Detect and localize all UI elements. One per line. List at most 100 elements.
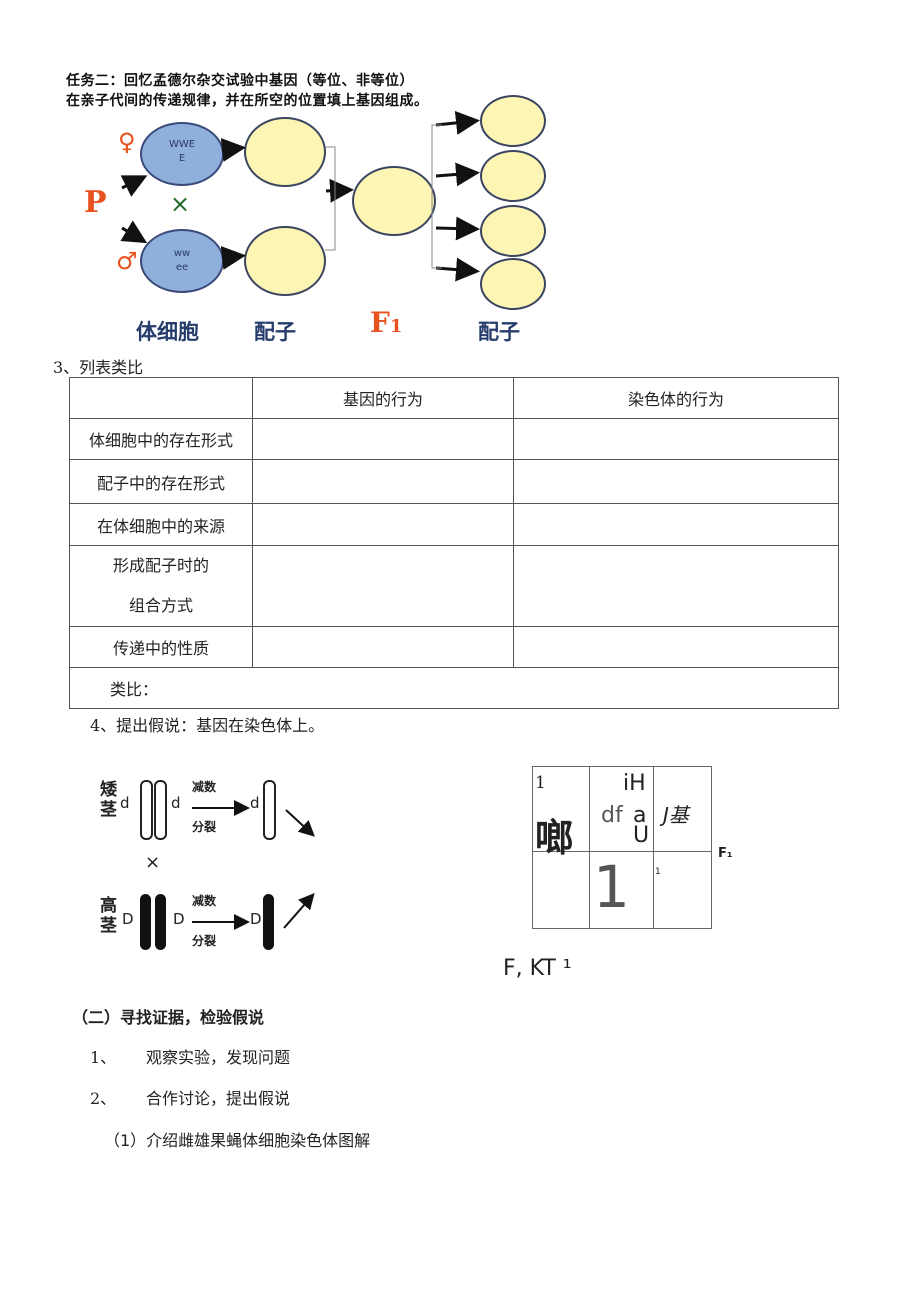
f1-gamete-oval-3 bbox=[480, 205, 546, 257]
cell-large-one: 1 bbox=[593, 853, 630, 921]
item-1-number: 1、 bbox=[90, 1048, 117, 1067]
grid-line bbox=[533, 851, 711, 852]
header-gene: 基因的行为 bbox=[252, 377, 514, 419]
label-f1-sub: 1 bbox=[389, 316, 403, 337]
table-cell-gene[interactable] bbox=[252, 418, 514, 460]
f1-oval bbox=[352, 166, 436, 236]
table-cell-chromosome[interactable] bbox=[513, 503, 839, 546]
table-row: 传递中的性质 bbox=[69, 626, 839, 668]
cross-symbol: × bbox=[170, 190, 191, 218]
header-chromosome: 染色体的行为 bbox=[513, 377, 839, 419]
arrow-text-bottom-2: 分裂 bbox=[192, 934, 217, 948]
table-header-row: 基因的行为 染色体的行为 bbox=[69, 377, 839, 419]
table-cell-chromosome[interactable] bbox=[513, 459, 839, 504]
table-cell-gene[interactable] bbox=[252, 626, 514, 668]
chromosome-black-gamete bbox=[263, 894, 274, 950]
p-label: P bbox=[84, 185, 107, 220]
row-label-multiline: 形成配子时的 组合方式 bbox=[69, 545, 253, 627]
label-gamete-2: 配子 bbox=[478, 320, 520, 344]
part-2-title: （二）寻找证据，检验假说 bbox=[72, 1008, 265, 1027]
chromosome-white-2 bbox=[154, 780, 167, 840]
cell-df: df bbox=[601, 803, 623, 828]
arrow-text-top-1: 减数 bbox=[192, 780, 217, 794]
table-cell-chromosome[interactable] bbox=[513, 418, 839, 460]
male-genotype-1: ww bbox=[173, 248, 191, 259]
table-cell-gene[interactable] bbox=[252, 545, 514, 627]
allele-top-right: d bbox=[171, 794, 181, 812]
male-symbol: ♂ bbox=[116, 247, 138, 275]
item-2-number: 2、 bbox=[90, 1089, 117, 1108]
header-empty bbox=[69, 377, 253, 419]
chromosome-black-2 bbox=[155, 894, 166, 950]
short-stem-label-1: 矮 bbox=[100, 780, 117, 800]
short-stem-label-2: 茎 bbox=[100, 800, 117, 820]
punnett-grid: 1 啷 iH df a U J基 1 1 bbox=[532, 766, 712, 929]
tall-stem-label: 高 茎 bbox=[100, 896, 117, 936]
allele-top-left: d bbox=[120, 794, 130, 812]
chromosome-white-1 bbox=[140, 780, 153, 840]
allele-top-gamete: d bbox=[250, 794, 260, 812]
chromosome-black-1 bbox=[140, 894, 151, 950]
table-cell-chromosome[interactable] bbox=[513, 545, 839, 627]
female-genotype-2: E bbox=[178, 153, 186, 164]
cell-a: a bbox=[633, 803, 647, 828]
row-label: 传递中的性质 bbox=[69, 626, 253, 668]
f1-gamete-oval-4 bbox=[480, 258, 546, 310]
grid-line bbox=[653, 767, 654, 928]
table-row-analogy: 类比： bbox=[69, 667, 839, 709]
allele-bottom-gamete: D bbox=[250, 910, 262, 928]
f1-gamete-oval-2 bbox=[480, 150, 546, 202]
task-line-1: 任务二：回忆孟德尔杂交试验中基因（等位、非等位） bbox=[66, 73, 414, 89]
label-f1: F1 bbox=[370, 306, 402, 339]
f1-gamete-oval-1 bbox=[480, 95, 546, 147]
cell-small-number: 1 bbox=[535, 773, 546, 793]
grid-line bbox=[589, 767, 590, 928]
label-somatic: 体细胞 bbox=[136, 320, 199, 344]
female-genotype-1: WWE bbox=[168, 139, 196, 150]
allele-bottom-right: D bbox=[173, 910, 185, 928]
table-row: 在体细胞中的来源 bbox=[69, 503, 839, 546]
section-4-title: 4、提出假说：基因在染色体上。 bbox=[90, 716, 325, 735]
row-label: 配子中的存在形式 bbox=[69, 459, 253, 504]
label-f1-letter: F bbox=[370, 306, 390, 339]
task-line-2: 在亲子代间的传递规律，并在所空的位置填上基因组成。 bbox=[66, 93, 429, 109]
tall-stem-label-1: 高 bbox=[100, 896, 117, 916]
table-row: 形成配子时的 组合方式 bbox=[69, 545, 839, 627]
arrow-text-bottom-1: 减数 bbox=[192, 894, 217, 908]
table-row: 体细胞中的存在形式 bbox=[69, 418, 839, 460]
allele-bottom-left: D bbox=[122, 910, 134, 928]
male-cell: ww ee bbox=[140, 229, 224, 293]
male-genotype-2: ee bbox=[175, 262, 189, 273]
female-symbol: ♀ bbox=[118, 128, 136, 156]
cell-tiny-one: 1 bbox=[655, 867, 661, 877]
chromo-arrows bbox=[192, 800, 315, 930]
cell-big-char: 啷 bbox=[535, 816, 573, 860]
item-3-text: （1）介绍雌雄果蝇体细胞染色体图解 bbox=[104, 1131, 371, 1150]
table-cell-gene[interactable] bbox=[252, 503, 514, 546]
analogy-cell[interactable]: 类比： bbox=[69, 667, 839, 709]
cell-u: U bbox=[633, 823, 650, 848]
f1-mark: F₁ bbox=[718, 846, 733, 861]
cell-ih: iH bbox=[623, 771, 646, 796]
gamete-oval-male bbox=[244, 226, 326, 296]
table-cell-chromosome[interactable] bbox=[513, 626, 839, 668]
table-cell-gene[interactable] bbox=[252, 459, 514, 504]
row-label-line-2: 组合方式 bbox=[128, 596, 193, 615]
label-gamete-1: 配子 bbox=[254, 320, 296, 344]
row-label: 体细胞中的存在形式 bbox=[69, 418, 253, 460]
item-1-text: 观察实验，发现问题 bbox=[146, 1048, 291, 1067]
chromosome-white-gamete bbox=[263, 780, 276, 840]
table-row: 配子中的存在形式 bbox=[69, 459, 839, 504]
arrow-text-top-2: 分裂 bbox=[192, 820, 217, 834]
row-label: 在体细胞中的来源 bbox=[69, 503, 253, 546]
short-stem-label: 矮 茎 bbox=[100, 780, 117, 820]
item-2-text: 合作讨论，提出假说 bbox=[146, 1089, 291, 1108]
comparison-table: 基因的行为 染色体的行为 体细胞中的存在形式 配子中的存在形式 在体细胞中的来源… bbox=[69, 377, 839, 709]
cell-j-ji: J基 bbox=[663, 803, 689, 827]
punnett-caption: F, KT ¹ bbox=[503, 956, 572, 981]
section-3-title: 3、列表类比 bbox=[53, 358, 144, 377]
diagram-arrows bbox=[120, 110, 480, 282]
chromo-cross: × bbox=[145, 852, 161, 873]
row-label-line-1: 形成配子时的 bbox=[112, 556, 209, 575]
tall-stem-label-2: 茎 bbox=[100, 916, 117, 936]
